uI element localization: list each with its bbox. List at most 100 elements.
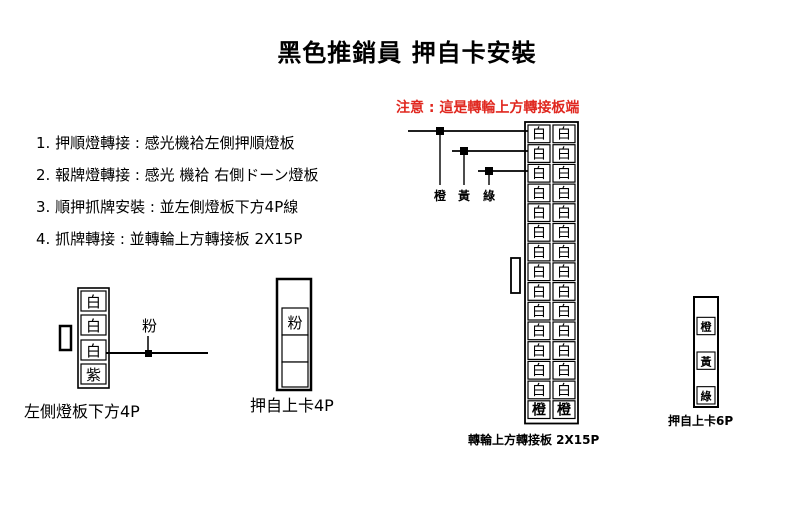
board-wire-orange-node (436, 127, 444, 135)
left-connector-cell-3-label: 白 (86, 342, 101, 360)
board-cell-r13-c2 (552, 360, 576, 380)
board-cell-r2-c1 (527, 144, 551, 163)
board-cell-r11-c1-label: 白 (532, 324, 546, 340)
card-6p-cell-6-label: 綠 (701, 389, 713, 403)
step-3: 3. 順押抓牌安裝 : 並左側燈板下方4P線 (36, 198, 299, 216)
board-cell-r6-c1 (527, 222, 551, 242)
board-cell-r9-c2 (552, 282, 576, 301)
board-cell-r15-c1-label: 橙 (532, 402, 547, 419)
board-cell-r11-c1 (527, 321, 551, 341)
board-cell-r8-c2 (552, 262, 576, 282)
board-cell-r14-c2-label: 白 (557, 383, 571, 399)
board-cell-r9-c1 (527, 282, 551, 301)
board-cell-r12-c2 (552, 341, 576, 361)
left-connector-latch (58, 324, 73, 352)
left-connector: 白 白 白 紫 粉 (58, 287, 208, 389)
board-cell-r9-c2-label: 白 (557, 284, 571, 300)
card-6p-cell-4 (696, 351, 716, 370)
board-cell-r11-c2-label: 白 (557, 324, 571, 340)
board-wire-label-2: 黃 (457, 188, 470, 203)
left-connector-cell-2 (80, 314, 107, 336)
board-cell-r10-c2 (552, 301, 576, 321)
board-cell-r12-c1-label: 白 (532, 343, 546, 359)
board-cell-r10-c1 (527, 301, 551, 321)
board-cell-r15-c1 (527, 400, 551, 420)
card-6p-cell-6 (696, 386, 716, 405)
board-wire-yellow-node (460, 147, 468, 155)
left-connector-caption: 左側燈板下方4P (24, 402, 140, 421)
left-connector-cell-1-label: 白 (86, 293, 101, 311)
card-6p-cell-2 (696, 316, 716, 336)
card-4p-cell-3 (281, 361, 309, 388)
board-cell-r1-c2 (552, 124, 576, 144)
board-cell-r9-c1-label: 白 (532, 284, 546, 300)
board-cell-r7-c2 (552, 242, 576, 262)
board-cell-r5-c1-label: 白 (532, 206, 546, 222)
board-cell-r15-c2 (552, 400, 576, 420)
page-title: 黑色推銷員 押自卡安裝 (0, 33, 800, 68)
board-cell-r12-c2-label: 白 (557, 343, 571, 359)
board-cell-r3-c1 (527, 163, 551, 183)
left-connector-cell-1 (80, 290, 107, 312)
board-cell-r7-c1 (527, 242, 551, 262)
card-6p-cell-4-label: 黃 (700, 354, 712, 368)
page-title-text: 黑色推銷員 押自卡安裝 (277, 39, 537, 67)
board-cell-r12-c1 (527, 341, 551, 361)
step-2: 2. 報牌燈轉接 : 感光 機袷 右側ドーン燈板 (36, 166, 319, 184)
card-4p: 粉 (275, 277, 313, 392)
board-wire-label-1: 橙 (434, 188, 447, 203)
card-6p-cell-2-label: 橙 (701, 320, 713, 334)
board-cell-r14-c2 (552, 380, 576, 400)
board-cell-r3-c1-label: 白 (532, 166, 546, 182)
board-latch (510, 257, 521, 294)
board-cell-r4-c1 (527, 183, 551, 203)
board-cell-r7-c2-label: 白 (557, 245, 571, 261)
board-cell-r8-c1 (527, 262, 551, 282)
card-6p-caption: 押自上卡6P (668, 413, 733, 428)
board-wire-label-3: 綠 (483, 188, 496, 203)
board-cell-r1-c1 (527, 124, 551, 144)
board-cell-r6-c1-label: 白 (532, 225, 546, 241)
board-cell-r4-c1-label: 白 (532, 186, 546, 202)
board-cell-r4-c2-label: 白 (557, 186, 571, 202)
board-cell-r3-c2-label: 白 (557, 166, 571, 182)
left-connector-cell-4 (80, 363, 107, 385)
board-cell-r4-c2 (552, 183, 576, 203)
board-wires: 橙 黃 綠 (408, 127, 528, 203)
card-4p-cell-1-label: 粉 (287, 314, 302, 332)
left-connector-cell-2-label: 白 (86, 317, 101, 335)
board-cell-r8-c2-label: 白 (557, 265, 571, 281)
board-cell-r11-c2 (552, 321, 576, 341)
board-cell-r8-c1-label: 白 (532, 265, 546, 281)
board-cell-r7-c1-label: 白 (532, 245, 546, 261)
left-connector-wire-node (145, 350, 152, 357)
board-cell-r14-c1 (527, 380, 551, 400)
step-1: 1. 押順燈轉接 : 感光機袷左側押順燈板 (36, 134, 295, 152)
board-cell-r2-c1-label: 白 (532, 146, 546, 162)
board-cell-r3-c2 (552, 163, 576, 183)
board-cell-r1-c2-label: 白 (557, 127, 571, 143)
board-cell-r13-c2-label: 白 (557, 363, 571, 379)
left-connector-cell-3 (80, 339, 107, 361)
left-connector-cell-4-label: 紫 (86, 366, 101, 384)
board-cell-r1-c1-label: 白 (532, 127, 546, 143)
notice-text: 注意 : 這是轉輪上方轉接板端 (396, 100, 580, 116)
board-cell-r2-c2 (552, 144, 576, 163)
card-4p-cell-2 (281, 334, 309, 363)
board-cell-r6-c2 (552, 222, 576, 242)
board-cell-r13-c1-label: 白 (532, 363, 546, 379)
board-wire-green-node (485, 167, 493, 175)
board-cell-r5-c2-label: 白 (557, 206, 571, 222)
board-2x15p: 白白白白白白白白白白白白白白白白白白白白白白白白白白白白橙橙 (524, 121, 579, 425)
step-4: 4. 抓牌轉接 : 並轉輪上方轉接板 2X15P (36, 230, 303, 248)
board-caption: 轉輪上方轉接板 2X15P (468, 432, 599, 447)
board-cell-r15-c2-label: 橙 (557, 402, 572, 419)
board-cell-r2-c2-label: 白 (557, 146, 571, 162)
left-connector-wire-label: 粉 (142, 317, 157, 335)
board-cell-r10-c1-label: 白 (532, 304, 546, 320)
card-4p-cell-1 (281, 307, 309, 336)
board-cell-r14-c1-label: 白 (532, 383, 546, 399)
board-cell-r13-c1 (527, 360, 551, 380)
board-cell-r6-c2-label: 白 (557, 225, 571, 241)
card-6p: 橙黃綠 (693, 296, 719, 408)
